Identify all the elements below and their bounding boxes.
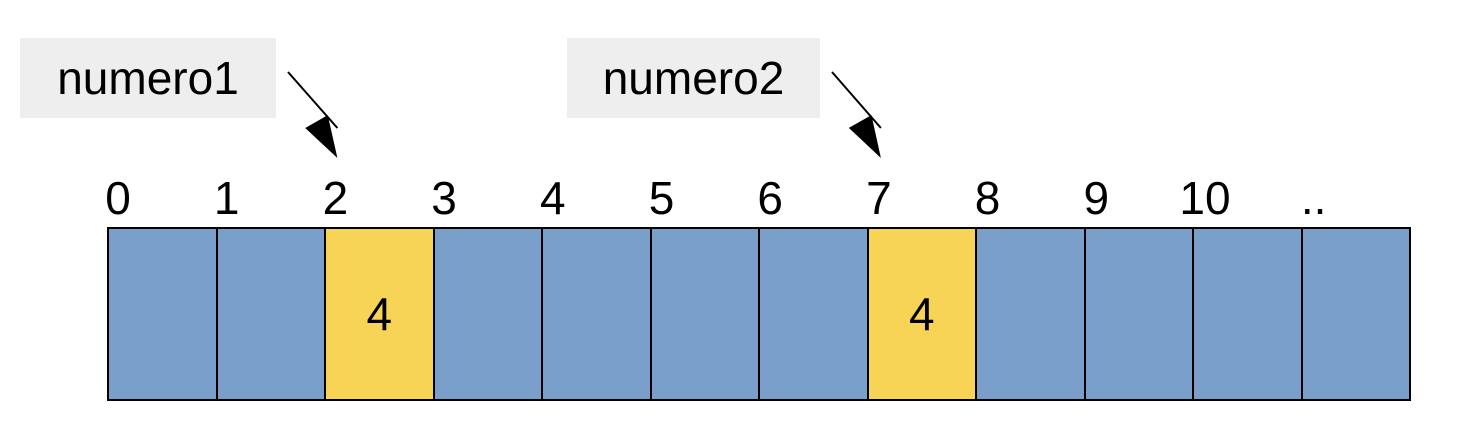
array-cell [434,229,543,399]
array-cell [760,229,869,399]
array-cell [1085,229,1194,399]
array-cell [1194,229,1303,399]
array-cell [217,229,326,399]
index-label: 3 [431,172,457,224]
array-cell [543,229,652,399]
index-label: 1 [213,172,240,224]
pointer-label-numero1: numero1 [20,38,276,118]
index-label: 9 [1083,172,1110,224]
index-label: .. [1300,172,1327,224]
pointer-arrowhead [305,115,338,158]
index-label: 6 [757,172,783,224]
index-label: 7 [866,172,892,224]
index-label: 4 [540,172,566,224]
index-label: 0 [105,172,131,224]
index-row: 0 1 2 3 4 5 6 7 8 9 10.. [0,170,1476,230]
array-cell-highlighted: 4 [868,229,977,399]
array-cell [1302,229,1411,399]
index-label: 8 [974,172,1001,224]
index-label: 5 [648,172,675,224]
pointer-arrow-line [287,71,339,129]
pointer-arrow-line [831,71,882,129]
array-cell-highlighted: 4 [326,229,435,399]
array-cell [651,229,760,399]
array-cell [977,229,1086,399]
array-cell [109,229,218,399]
index-label: 2 [322,172,349,224]
pointer-arrowhead [848,115,881,158]
pointer-label-numero2: numero2 [567,38,820,118]
index-label: 10 [1179,172,1231,224]
